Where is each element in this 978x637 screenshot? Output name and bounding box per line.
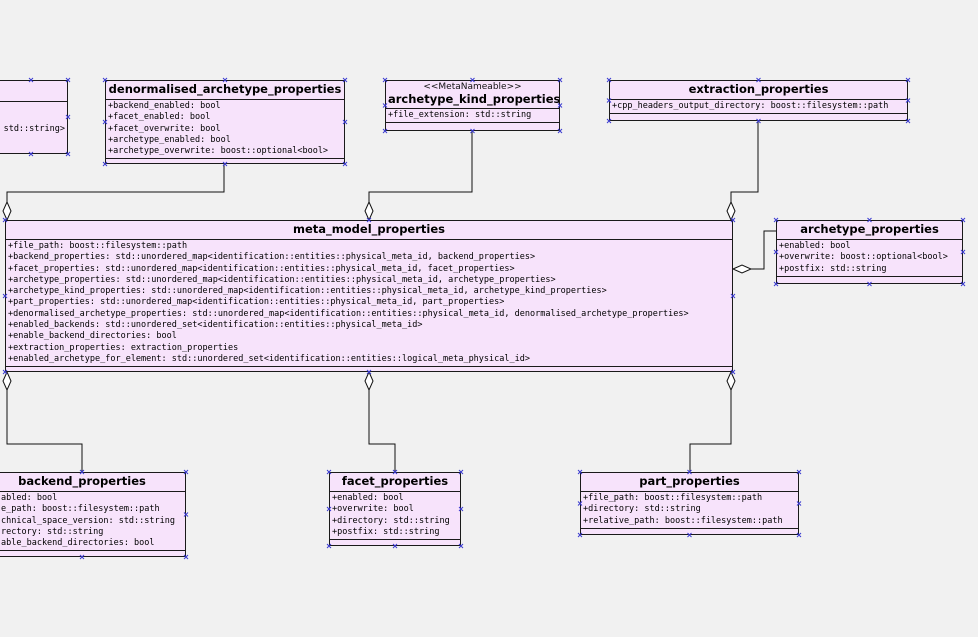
class-archetype-properties[interactable]: archetype_properties +enabled: bool +ove… bbox=[776, 220, 963, 284]
class-denormalised-archetype-properties[interactable]: denormalised_archetype_properties +backe… bbox=[105, 80, 345, 164]
class-header: <<MetaNameable>> archetype_kind_properti… bbox=[386, 81, 559, 109]
class-attributes: +file_path: boost::filesystem::path +bac… bbox=[6, 240, 732, 368]
class-attribute: +cpp_headers_output_directory: boost::fi… bbox=[612, 101, 889, 111]
class-attribute: +enabled: bool bbox=[332, 493, 404, 503]
connector-archetype-properties bbox=[751, 230, 778, 270]
class-attribute: +file_path: boost::filesystem::path bbox=[583, 493, 763, 503]
class-extraction-properties[interactable]: extraction_properties +cpp_headers_outpu… bbox=[609, 80, 908, 121]
class-attribute: std::string> bbox=[3, 124, 65, 134]
class-attribute: +archetype_overwrite: boost::optional<bo… bbox=[108, 146, 329, 157]
class-attribute: able_backend_directories: bool bbox=[1, 538, 155, 549]
class-stereotype: <<MetaNameable>> bbox=[423, 82, 522, 92]
class-header: facet_properties bbox=[330, 473, 460, 492]
class-attribute: +facet_properties: std::unordered_map<id… bbox=[8, 263, 515, 274]
class-header: part_properties bbox=[581, 473, 798, 492]
class-attribute: +relative_path: boost::filesystem::path bbox=[583, 515, 783, 526]
class-attribute: +file_path: boost::filesystem::path bbox=[8, 241, 188, 251]
class-header: meta_model_properties bbox=[6, 221, 732, 240]
class-attribute: +directory: std::string bbox=[332, 515, 450, 526]
class-attribute: +extraction_properties: extraction_prope… bbox=[8, 342, 239, 353]
class-header bbox=[0, 81, 67, 102]
class-operations bbox=[386, 123, 559, 128]
class-part-properties[interactable]: part_properties +file_path: boost::files… bbox=[580, 472, 799, 535]
class-name: part_properties bbox=[639, 474, 740, 488]
class-operations bbox=[610, 114, 907, 119]
aggregation-diamond bbox=[364, 200, 374, 222]
class-attribute: +facet_overwrite: bool bbox=[108, 123, 221, 134]
class-name: archetype_kind_properties bbox=[388, 92, 560, 106]
aggregation-diamond bbox=[726, 370, 736, 392]
class-meta-model-properties[interactable]: meta_model_properties +file_path: boost:… bbox=[5, 220, 733, 372]
class-operations bbox=[330, 540, 460, 545]
class-attribute: +denormalised_archetype_properties: std:… bbox=[8, 308, 689, 319]
class-name: extraction_properties bbox=[688, 82, 829, 96]
class-operations bbox=[6, 367, 732, 371]
aggregation-diamond bbox=[731, 264, 753, 274]
class-header: denormalised_archetype_properties bbox=[106, 81, 344, 100]
class-attribute: +facet_enabled: bool bbox=[108, 112, 211, 123]
class-attribute: +overwrite: bool bbox=[332, 504, 414, 515]
class-attribute: +postfix: std::string bbox=[332, 526, 440, 537]
class-attribute: e_path: boost::filesystem::path bbox=[1, 504, 160, 515]
class-attribute: +file_extension: std::string bbox=[388, 110, 532, 120]
class-operations bbox=[777, 277, 962, 282]
class-attribute: chnical_space_version: std::string bbox=[1, 515, 175, 526]
class-attributes: +file_path: boost::filesystem::path +dir… bbox=[581, 492, 798, 529]
class-attribute: abled: bool bbox=[1, 493, 58, 503]
class-attributes: +file_extension: std::string bbox=[386, 109, 559, 124]
class-name: facet_properties bbox=[341, 474, 449, 488]
class-attribute: +postfix: std::string bbox=[779, 263, 887, 274]
class-attribute: +archetype_properties: std::unordered_ma… bbox=[8, 274, 556, 285]
class-attribute: +overwrite: boost::optional<bool> bbox=[779, 252, 948, 263]
class-attribute: +enable_backend_directories: bool bbox=[8, 331, 177, 342]
class-attribute: +enabled_backends: std::unordered_set<id… bbox=[8, 320, 423, 331]
class-name: meta_model_properties bbox=[293, 222, 445, 236]
class-attribute: +backend_enabled: bool bbox=[108, 101, 221, 111]
class-attribute: +directory: std::string bbox=[583, 504, 701, 515]
class-partial-left[interactable]: std::string> bbox=[0, 80, 68, 154]
connector-backend bbox=[6, 390, 83, 472]
class-attribute: +part_properties: std::unordered_map<ide… bbox=[8, 297, 505, 308]
class-name: archetype_properties bbox=[800, 222, 939, 236]
class-header: backend_properties bbox=[0, 473, 185, 492]
class-attribute: +enabled_archetype_for_element: std::uno… bbox=[8, 353, 530, 364]
class-operations bbox=[581, 529, 798, 534]
class-operations bbox=[0, 551, 185, 556]
class-attributes: +cpp_headers_output_directory: boost::fi… bbox=[610, 100, 907, 115]
connector-part bbox=[689, 390, 732, 472]
connector-facet bbox=[368, 390, 396, 472]
class-attribute: rectory: std::string bbox=[1, 526, 104, 537]
class-name: denormalised_archetype_properties bbox=[108, 82, 342, 96]
class-attributes: std::string> bbox=[0, 102, 67, 153]
class-header: extraction_properties bbox=[610, 81, 907, 100]
class-attribute: +archetype_kind_properties: std::unorder… bbox=[8, 286, 607, 297]
class-attribute: +backend_properties: std::unordered_map<… bbox=[8, 252, 536, 263]
connector-archetype-kind bbox=[368, 130, 473, 202]
class-header: archetype_properties bbox=[777, 221, 962, 240]
class-operations bbox=[106, 159, 344, 163]
class-attributes: +enabled: bool +overwrite: bool +directo… bbox=[330, 492, 460, 541]
class-backend-properties[interactable]: backend_properties abled: bool e_path: b… bbox=[0, 472, 186, 557]
aggregation-diamond bbox=[2, 370, 12, 392]
class-facet-properties[interactable]: facet_properties +enabled: bool +overwri… bbox=[329, 472, 461, 546]
class-attribute: +archetype_enabled: bool bbox=[108, 134, 231, 145]
class-attribute: +enabled: bool bbox=[779, 241, 851, 251]
class-archetype-kind-properties[interactable]: <<MetaNameable>> archetype_kind_properti… bbox=[385, 80, 560, 131]
connector-extraction bbox=[730, 120, 759, 202]
class-attributes: +backend_enabled: bool +facet_enabled: b… bbox=[106, 100, 344, 160]
class-name: backend_properties bbox=[18, 474, 146, 488]
connector-denormalised bbox=[6, 164, 225, 202]
class-attributes: abled: bool e_path: boost::filesystem::p… bbox=[0, 492, 185, 552]
aggregation-diamond bbox=[2, 200, 12, 222]
aggregation-diamond bbox=[364, 370, 374, 392]
class-attributes: +enabled: bool +overwrite: boost::option… bbox=[777, 240, 962, 277]
aggregation-diamond bbox=[726, 200, 736, 222]
